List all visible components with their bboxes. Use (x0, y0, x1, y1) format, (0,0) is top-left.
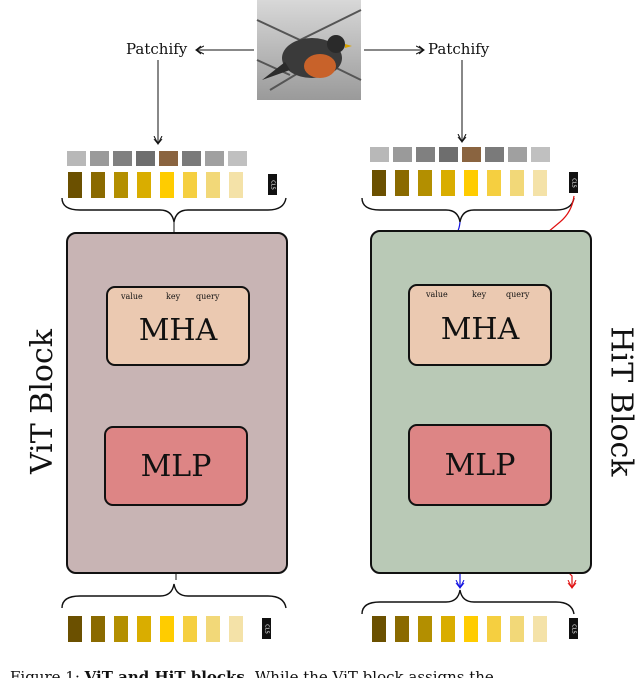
hit-port-value: value (426, 290, 448, 299)
vit-output-token (68, 616, 82, 642)
vit-input-token (114, 172, 128, 198)
vit-patch (113, 151, 132, 166)
brace-hit-top (361, 197, 575, 223)
vit-port-value: value (121, 292, 143, 301)
vit-port-key: key (166, 292, 181, 301)
vit-block-title: ViT Block (24, 329, 60, 474)
hit-output-token (464, 616, 478, 642)
hit-patch (439, 147, 458, 162)
vit-input-token (68, 172, 82, 198)
vit-output-token (91, 616, 105, 642)
token-row-hit-output (372, 616, 547, 642)
caption-bold: ViT and HiT blocks. (84, 668, 251, 678)
vit-input-token (160, 172, 174, 198)
hit-mha-label: MHA (440, 311, 520, 347)
vit-output-token (206, 616, 220, 642)
patchify-label-left: Patchify (126, 40, 188, 58)
hit-output-token (510, 616, 524, 642)
vit-output-token (137, 616, 151, 642)
vit-output-token (229, 616, 243, 642)
hit-output-token (533, 616, 547, 642)
vit-input-token (229, 172, 243, 198)
hit-patch (531, 147, 550, 162)
hit-output-token (441, 616, 455, 642)
hit-output-token (372, 616, 386, 642)
vit-input-token (183, 172, 197, 198)
vit-input-token (206, 172, 220, 198)
vit-patch (67, 151, 86, 166)
hit-patch (485, 147, 504, 162)
patch-strip-hit (370, 147, 550, 162)
cls-token-vit-input: CLS (268, 174, 277, 195)
token-row-vit-output (68, 616, 243, 642)
hit-output-token (487, 616, 501, 642)
hit-patch (462, 147, 481, 162)
vit-patch (182, 151, 201, 166)
vit-patch (90, 151, 109, 166)
hit-patch (393, 147, 412, 162)
vit-input-token (137, 172, 151, 198)
hit-input-token (510, 170, 524, 196)
vit-mha-box: MHA (106, 286, 250, 366)
brace-vit-top (61, 197, 287, 223)
hit-input-token (372, 170, 386, 196)
cls-token-vit-output: CLS (262, 618, 271, 639)
caption: Figure 1: ViT and HiT blocks. While the … (10, 668, 494, 678)
hit-input-token (487, 170, 501, 196)
vit-port-query: query (196, 292, 220, 301)
vit-mlp-box: MLP (104, 426, 248, 506)
hit-mha-box: MHA (408, 284, 552, 366)
hit-block-title: HiT Block (603, 326, 638, 477)
vit-input-token (91, 172, 105, 198)
hit-patch (508, 147, 527, 162)
vit-mlp-label: MLP (140, 448, 212, 484)
hit-port-query: query (506, 290, 530, 299)
brace-vit-bot (61, 583, 287, 609)
hit-input-token (418, 170, 432, 196)
vit-patch (228, 151, 247, 166)
hit-patch (416, 147, 435, 162)
hit-output-token (418, 616, 432, 642)
patchify-arrows (158, 50, 462, 144)
vit-patch (205, 151, 224, 166)
vit-patch (136, 151, 155, 166)
hit-block (370, 230, 592, 574)
token-row-vit-input (68, 172, 243, 198)
hit-port-key: key (472, 290, 487, 299)
hit-input-token (441, 170, 455, 196)
hit-input-token (395, 170, 409, 196)
bird-photo (256, 0, 362, 100)
vit-patch (159, 151, 178, 166)
caption-rest: While the ViT block assigns the (254, 668, 494, 678)
hit-input-token (533, 170, 547, 196)
vit-mha-label: MHA (138, 312, 218, 348)
cls-token-hit-output: CLS (569, 618, 578, 639)
vit-output-token (114, 616, 128, 642)
hit-output-token (395, 616, 409, 642)
vit-output-token (183, 616, 197, 642)
token-row-hit-input (372, 170, 547, 196)
hit-input-token (464, 170, 478, 196)
vit-block (66, 232, 288, 574)
cls-token-hit-input: CLS (569, 172, 578, 193)
patch-strip-vit (67, 151, 247, 166)
hit-mlp-box: MLP (408, 424, 552, 506)
patchify-label-right: Patchify (428, 40, 490, 58)
brace-hit-bot (361, 589, 575, 615)
hit-patch (370, 147, 389, 162)
vit-output-token (160, 616, 174, 642)
hit-mlp-label: MLP (444, 447, 516, 483)
caption-lead: Figure 1: (10, 668, 80, 678)
